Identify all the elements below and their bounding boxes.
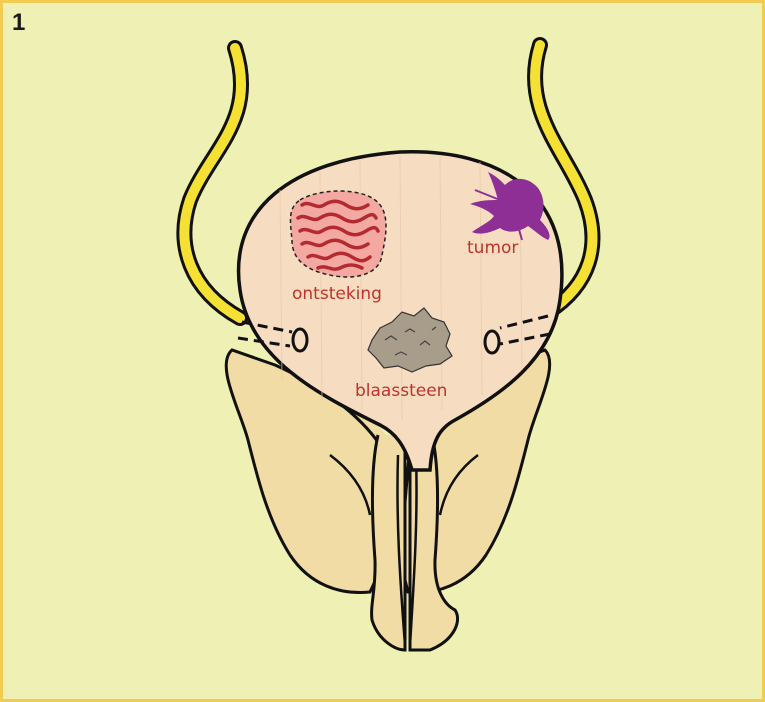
inflammation-label: ontsteking [292, 284, 382, 304]
left-ureter [184, 48, 241, 318]
tumor-label: tumor [467, 238, 518, 258]
urethra-left-wall [372, 435, 405, 650]
inflammation-patch-icon [290, 191, 386, 277]
bladder-stone-label: blaassteen [355, 381, 447, 401]
